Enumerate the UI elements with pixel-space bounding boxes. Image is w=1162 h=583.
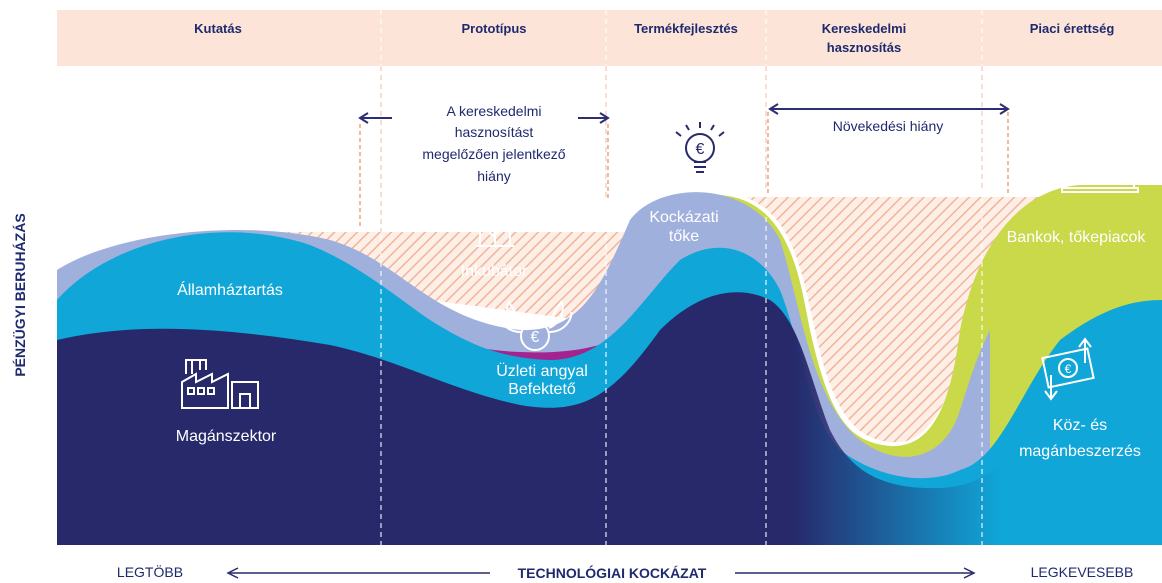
- svg-text:€: €: [696, 141, 705, 158]
- koz-label-2: magánbeszerzés: [1019, 443, 1141, 460]
- pre-commercial-gap-line-2: hasznosítást: [455, 124, 534, 140]
- stage-header: Kutatás Prototípus Termékfejlesztés Kere…: [57, 10, 1162, 66]
- y-axis-title: PÉNZÜGYI BERUHÁZÁS: [12, 213, 28, 376]
- pre-commercial-gap-line-1: A kereskedelmi: [447, 103, 542, 119]
- lightbulb-euro-icon: €: [675, 122, 725, 173]
- uzleti-angyal-label-2: Befektető: [508, 381, 576, 398]
- growth-gap-bracket: [768, 103, 1010, 115]
- factory-icon: [181, 359, 259, 409]
- kockazati-label-1: Kockázati: [649, 209, 718, 226]
- svg-text:€: €: [531, 329, 540, 346]
- x-axis-left-label: LEGTÖBB: [117, 563, 183, 580]
- kockazati-label-2: tőke: [669, 228, 699, 245]
- koz-label-1: Köz- és: [1053, 417, 1107, 434]
- bank-euro-icon: €: [1060, 133, 1140, 193]
- inkubator-label: Inkubátor: [461, 263, 528, 280]
- pre-commercial-gap-line-4: hiány: [477, 168, 510, 184]
- bankok-label: Bankok, tőkepiacok: [1007, 229, 1147, 246]
- navy-layer: [57, 292, 1000, 545]
- svg-text:€: €: [1097, 142, 1104, 156]
- growth-gap-hatch: [745, 197, 1050, 443]
- angel-coin-icon: €: [497, 300, 573, 351]
- stage-label-kereskedelmi-1: Kereskedelmi: [822, 21, 907, 36]
- x-axis: LEGTÖBB TECHNOLÓGIAI KOCKÁZAT LEGKEVESEB…: [117, 563, 1133, 581]
- uzleti-angyal-label-1: Üzleti angyal: [496, 362, 588, 380]
- stage-label-kutatas: Kutatás: [194, 21, 242, 36]
- pre-commercial-gap-line-3: megelőzően jelentkező: [422, 146, 565, 162]
- growth-gap-label: Növekedési hiány: [833, 118, 944, 134]
- government-building-icon: [179, 173, 221, 225]
- allamhaztartas-label: Államháztartás: [177, 280, 283, 299]
- incubator-icon: [476, 191, 514, 247]
- stage-label-termekfejlesztes: Termékfejlesztés: [634, 21, 738, 36]
- maganszektor-label: Magánszektor: [176, 428, 277, 445]
- x-axis-right-label: LEGKEVESEBB: [1031, 564, 1134, 580]
- stage-label-prototipus: Prototípus: [462, 21, 527, 36]
- stage-dividers: [380, 10, 983, 545]
- pre-commercial-gap-bracket: [358, 112, 610, 124]
- x-axis-title: TECHNOLÓGIAI KOCKÁZAT: [518, 564, 707, 581]
- stage-label-kereskedelmi-2: hasznosítás: [827, 40, 901, 55]
- money-exchange-icon: €: [1041, 337, 1095, 401]
- stage-label-piaci-erettseg: Piaci érettség: [1030, 21, 1115, 36]
- pre-commercial-gap-hatch: [200, 232, 630, 320]
- stage-dividers-top: [380, 66, 983, 232]
- svg-text:€: €: [1065, 362, 1072, 376]
